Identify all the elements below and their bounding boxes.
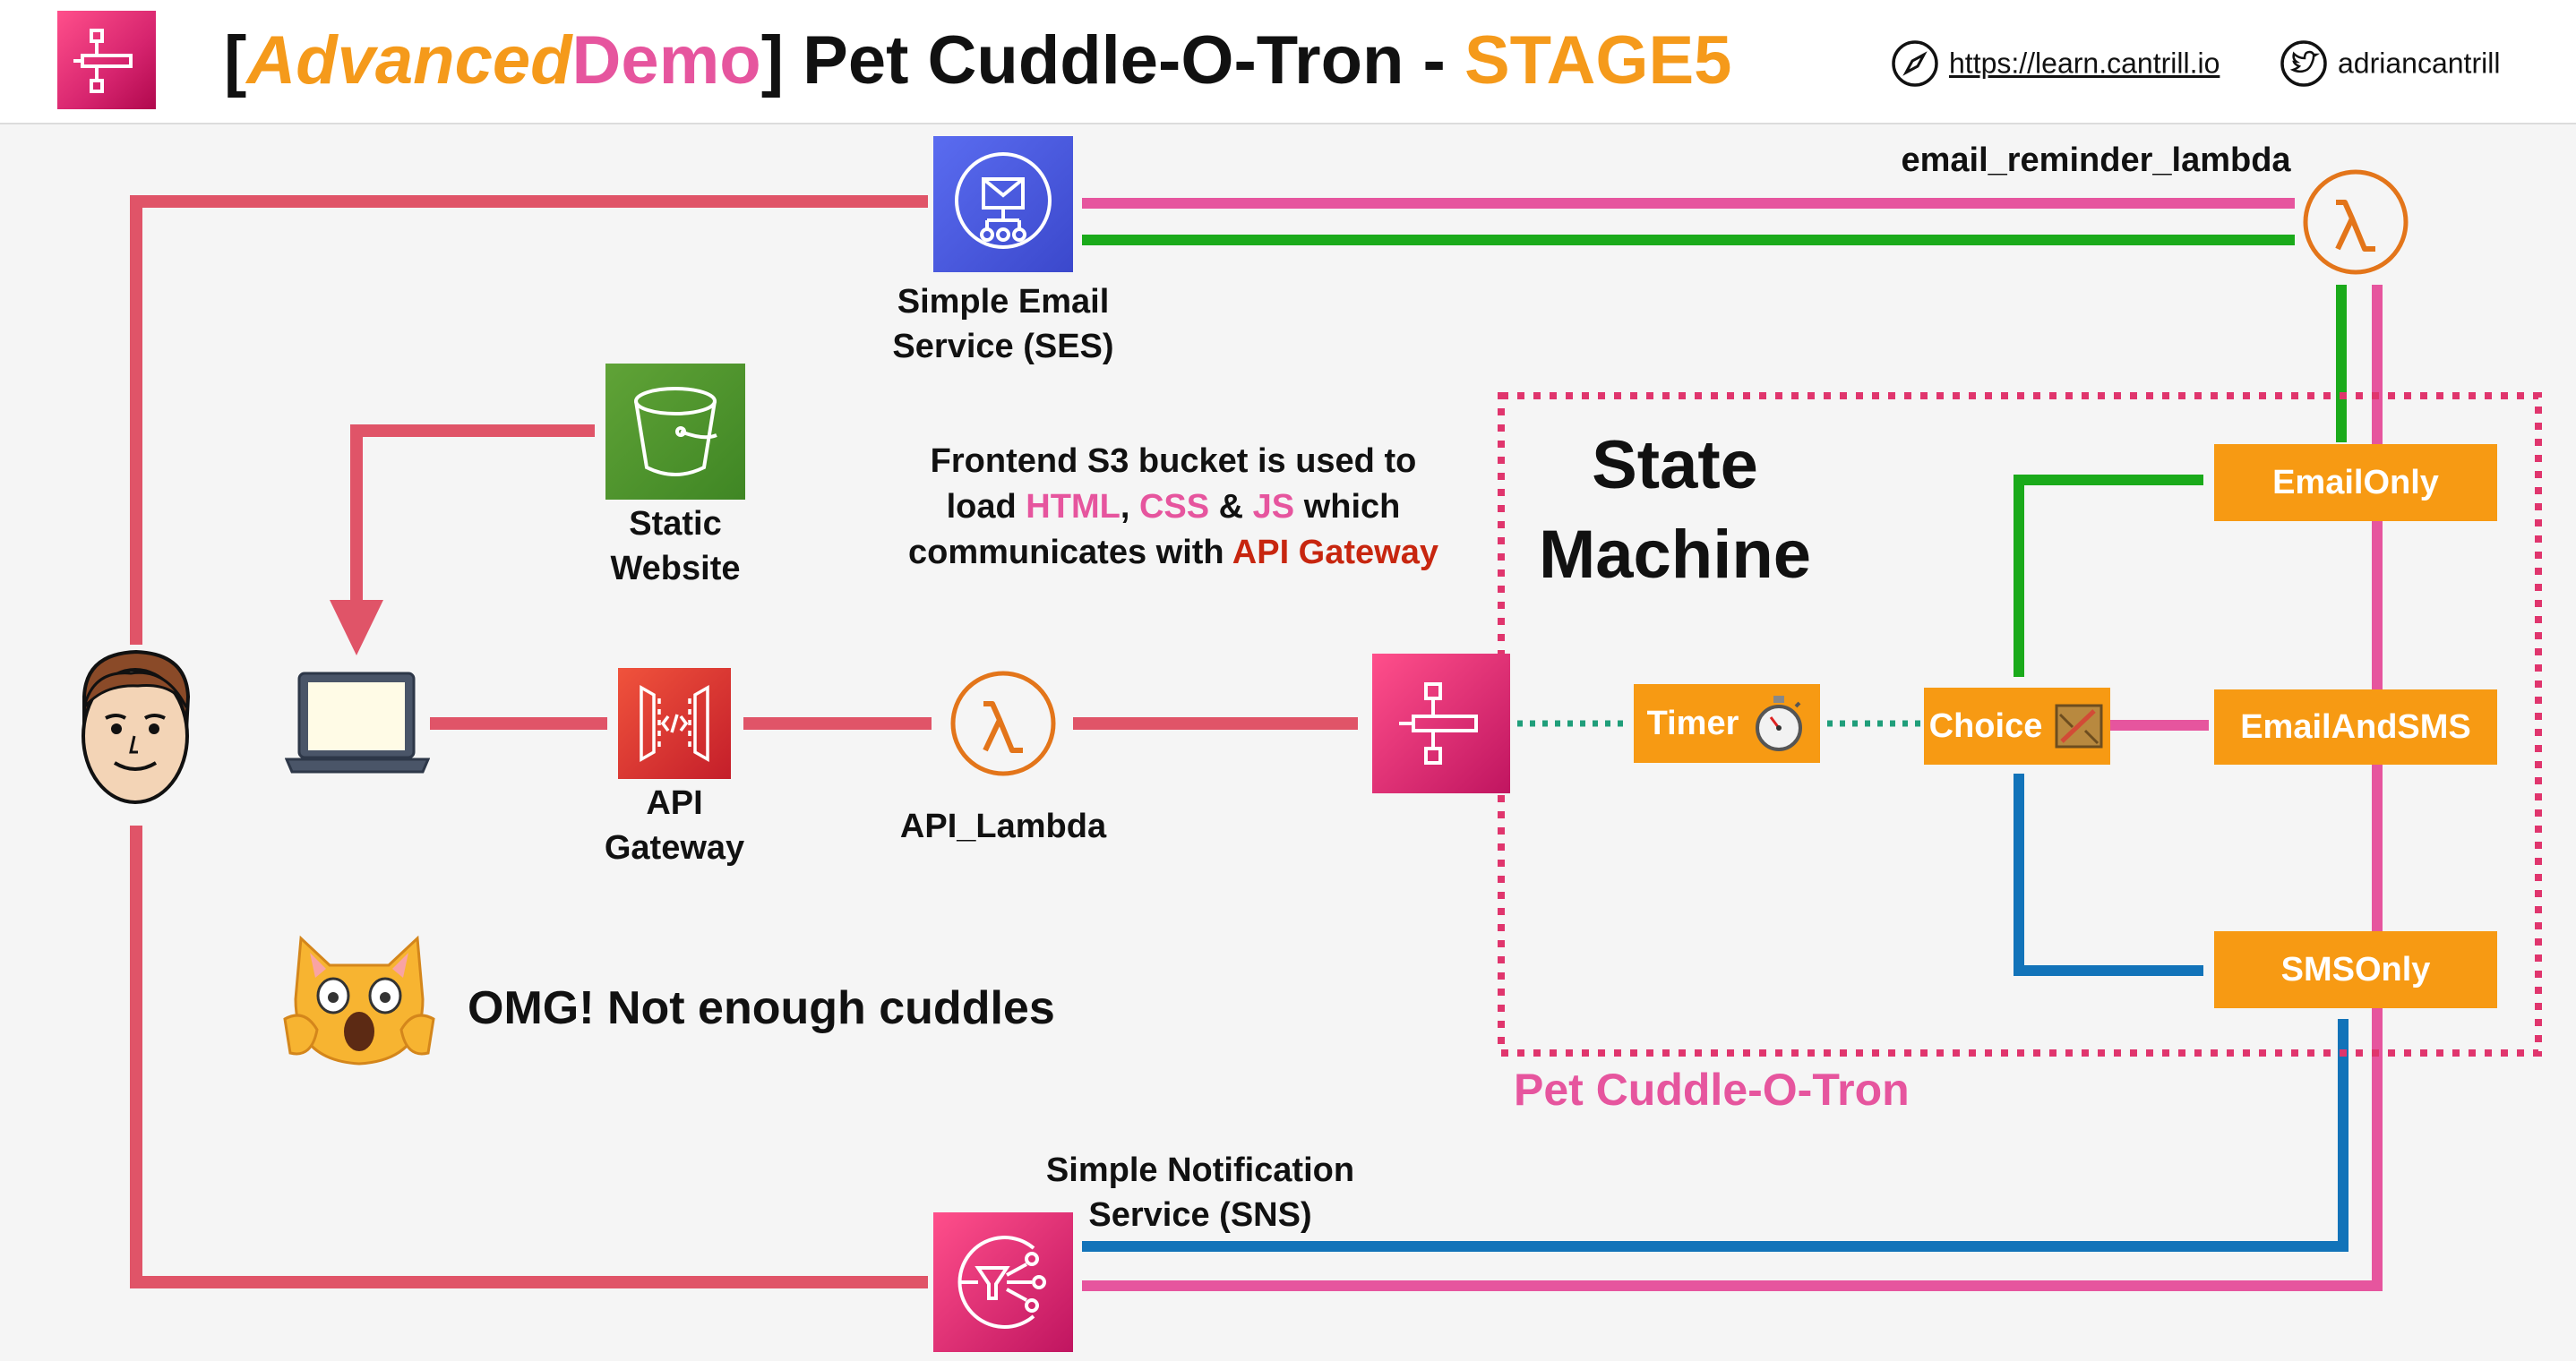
note-js: JS xyxy=(1252,488,1295,526)
note-ampersand: & xyxy=(1209,488,1253,526)
step-functions-icon xyxy=(73,29,133,93)
state-machine-title: State Machine xyxy=(1487,421,1863,600)
title-close-bracket: ] xyxy=(760,22,785,98)
step-functions-logo xyxy=(57,11,156,109)
compass-icon xyxy=(1892,39,1938,87)
frontend-note: Frontend S3 bucket is used to load HTML,… xyxy=(833,439,1514,576)
emailonly-state[interactable]: EmailOnly xyxy=(2214,444,2497,521)
twitter-handle[interactable]: adriancantrill xyxy=(2338,47,2501,80)
title-advanced: Advanced xyxy=(246,22,572,98)
sns-label: Simple Notification Service (SNS) xyxy=(1003,1148,1397,1237)
note-load: load xyxy=(946,488,1026,526)
state-machine-title-line1: State xyxy=(1592,427,1758,503)
choice-to-smsonly-blue-line xyxy=(2014,774,2203,976)
website-url[interactable]: https://learn.cantrill.io xyxy=(1949,47,2220,80)
website-link[interactable]: https://learn.cantrill.io xyxy=(1890,34,2220,88)
note-css: CSS xyxy=(1138,488,1210,526)
note-which: which xyxy=(1294,488,1401,526)
user-to-sns-line xyxy=(130,826,928,1288)
laptop-icon xyxy=(284,672,431,774)
email-lambda-icon xyxy=(2303,169,2409,275)
step-functions-service-box[interactable] xyxy=(1372,654,1510,793)
api-gateway-label: API Gateway xyxy=(573,781,776,870)
note-api-gateway: API Gateway xyxy=(1232,534,1438,571)
person-face-icon xyxy=(82,649,191,804)
page-title: [AdvancedDemo] Pet Cuddle-O-Tron - STAGE… xyxy=(224,16,1731,106)
ses-label: Simple Email Service (SES) xyxy=(860,279,1146,369)
note-comma: , xyxy=(1120,488,1139,526)
api-gateway-service-box[interactable] xyxy=(618,668,731,779)
ses-envelope-icon xyxy=(955,152,1052,249)
twitter-link[interactable]: adriancantrill xyxy=(2279,34,2500,88)
api-lambda-label: API_Lambda xyxy=(899,808,1107,845)
scared-cat-emoji xyxy=(279,926,439,1071)
api-lambda-icon xyxy=(950,671,1056,776)
emailonly-label: EmailOnly xyxy=(2272,463,2439,501)
sns-label-line2: Service (SNS) xyxy=(1088,1196,1312,1234)
omg-caption: OMG! Not enough cuddles xyxy=(468,982,1055,1034)
twitter-bird-icon xyxy=(2280,39,2327,87)
state-machine-title-line2: Machine xyxy=(1538,517,1812,593)
emailandsms-label: EmailAndSMS xyxy=(2240,707,2471,746)
note-html: HTML xyxy=(1026,488,1121,526)
state-machine-boundary xyxy=(1498,392,2542,1057)
stopwatch-icon xyxy=(1756,696,1803,751)
s3-label-line1: Static xyxy=(629,505,722,543)
s3-to-laptop-line xyxy=(350,424,595,609)
api-gateway-label-line1: API xyxy=(646,784,703,822)
timer-state[interactable]: Timer xyxy=(1634,684,1820,763)
title-open-bracket: [ xyxy=(224,22,247,98)
ses-label-line2: Service (SES) xyxy=(892,328,1114,365)
s3-label: Static Website xyxy=(537,501,813,591)
note-line1: Frontend S3 bucket is used to xyxy=(930,442,1417,480)
laptop xyxy=(284,670,431,777)
s3-service-box[interactable] xyxy=(605,364,745,500)
choice-state[interactable]: Choice xyxy=(1924,688,2110,765)
user-avatar xyxy=(68,643,202,808)
pet-cuddle-o-tron-label: Pet Cuddle-O-Tron xyxy=(1514,1065,1910,1115)
choice-to-emailonly-green-line xyxy=(2014,475,2203,677)
title-demo: Demo xyxy=(571,22,761,98)
s3-to-laptop-arrowhead xyxy=(330,600,383,655)
user-to-ses-line xyxy=(130,195,928,645)
note-line2: load HTML, CSS & JS which xyxy=(833,484,1514,530)
email-lambda-to-sns-pink-line xyxy=(1082,285,2383,1291)
note-communicates: communicates with xyxy=(908,534,1232,571)
step-functions-icon xyxy=(1399,682,1478,765)
header-bar: [AdvancedDemo] Pet Cuddle-O-Tron - STAGE… xyxy=(0,0,2576,124)
api-lambda-service[interactable] xyxy=(946,668,1060,779)
smsonly-state[interactable]: SMSOnly xyxy=(2214,931,2497,1008)
smsonly-to-sns-blue-line xyxy=(1082,1019,2348,1252)
ses-label-line1: Simple Email xyxy=(897,283,1110,321)
s3-bucket-icon xyxy=(634,387,717,476)
ses-service-box[interactable] xyxy=(933,136,1073,272)
choice-label: Choice xyxy=(1928,706,2043,745)
api-gateway-label-line2: Gateway xyxy=(604,829,745,867)
traffic-sign-icon xyxy=(2055,704,2103,749)
note-line3: communicates with API Gateway xyxy=(833,530,1514,576)
title-main: Pet Cuddle-O-Tron - xyxy=(784,22,1464,98)
timer-label: Timer xyxy=(1646,704,1739,742)
api-gateway-icon xyxy=(640,684,709,763)
email-reminder-lambda-service[interactable] xyxy=(2298,167,2413,278)
sns-service-box[interactable] xyxy=(933,1212,1073,1352)
sns-fanout-icon xyxy=(957,1236,1046,1329)
emailandsms-state[interactable]: EmailAndSMS xyxy=(2214,689,2497,765)
smsonly-label: SMSOnly xyxy=(2280,950,2431,989)
s3-label-line2: Website xyxy=(610,550,741,587)
email-lambda-label: email_reminder_lambda xyxy=(1901,141,2291,179)
sns-label-line1: Simple Notification xyxy=(1045,1151,1355,1189)
scared-cat-icon xyxy=(283,935,435,1066)
title-stage: STAGE5 xyxy=(1464,22,1732,98)
